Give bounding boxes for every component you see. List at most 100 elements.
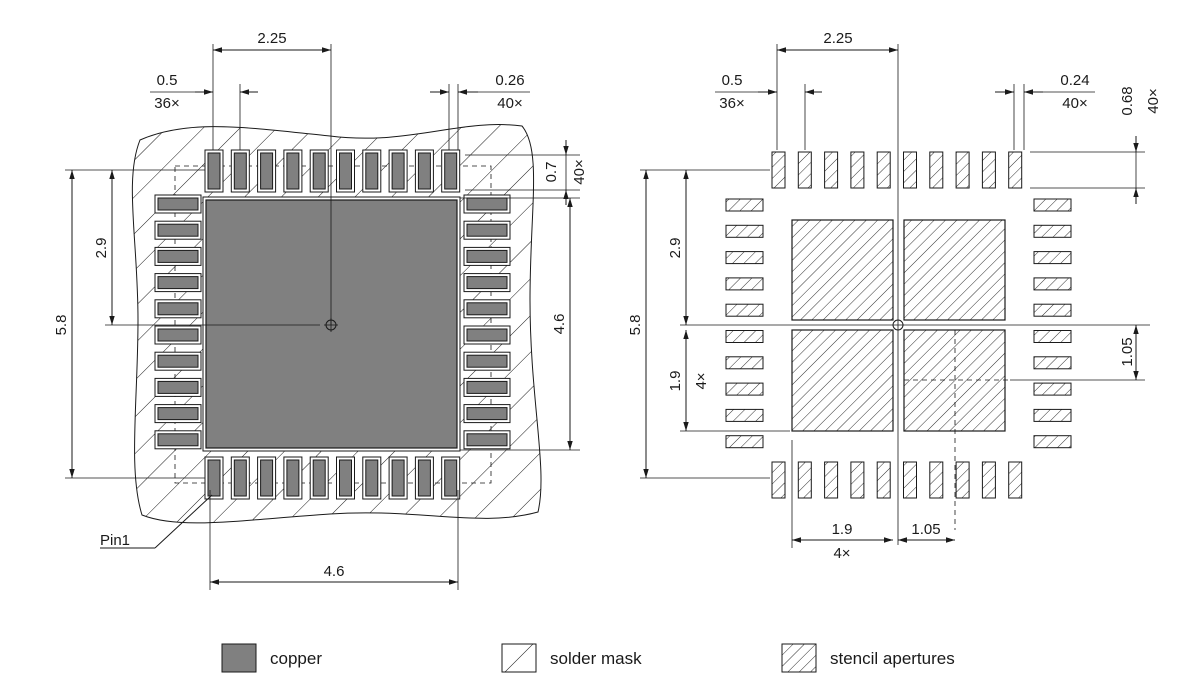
dim-center-offset-top: 2.25 xyxy=(257,30,286,47)
dim-exposed-pad-height: 4.6 xyxy=(551,314,568,335)
legend: copper solder mask stencil apertures xyxy=(221,643,955,673)
copper-pad-left xyxy=(157,302,199,316)
stencil-aperture-left xyxy=(725,330,764,343)
copper-pad-top xyxy=(391,152,405,190)
stencil-aperture-bottom xyxy=(981,461,996,499)
dim-exposed-pad-width: 4.6 xyxy=(324,563,345,580)
copper-pad-left xyxy=(157,407,199,421)
r-dim-aperture-length: 0.68 xyxy=(1119,86,1136,115)
stencil-aperture-bottom xyxy=(929,461,944,499)
stencil-aperture-bottom xyxy=(903,461,917,499)
left-view: 2.25 0.5 36× 0.26 40× 0.7 40× 2.9 5.8 4.… xyxy=(53,30,588,590)
stencil-aperture-right xyxy=(1033,277,1072,291)
copper-pad-right xyxy=(466,380,508,394)
dim-pitch-count: 36× xyxy=(154,95,179,112)
stencil-aperture-right xyxy=(1033,303,1072,317)
stencil-aperture-bottom xyxy=(876,461,891,499)
copper-pad-left xyxy=(157,354,199,368)
r-dim-aperture-width: 0.24 xyxy=(1060,72,1089,89)
stencil-aperture-top xyxy=(929,151,944,189)
copper-pad-top xyxy=(339,152,352,190)
copper-pad-left xyxy=(157,223,199,237)
dim-pad-length: 0.7 xyxy=(543,162,560,183)
stencil-aperture-top xyxy=(850,151,865,189)
stencil-aperture-right xyxy=(1033,198,1072,212)
left-dimensions xyxy=(65,44,580,590)
copper-pad-right xyxy=(466,223,508,237)
stencil-aperture-left xyxy=(725,251,764,265)
stencil-aperture-top xyxy=(903,151,917,189)
stencil-aperture-right xyxy=(1033,435,1072,449)
copper-pad-right xyxy=(466,302,508,316)
stencil-aperture-top xyxy=(824,151,839,189)
copper-pad-bottom xyxy=(444,459,458,497)
stencil-aperture-top xyxy=(876,151,891,189)
legend-copper-swatch xyxy=(221,643,257,673)
copper-pad-left xyxy=(157,197,199,211)
copper-pad-bottom xyxy=(260,459,274,497)
legend-mask-swatch xyxy=(501,643,537,673)
dim-pad-width-count: 40× xyxy=(497,95,522,112)
stencil-aperture-right xyxy=(1033,356,1072,370)
right-dimensions xyxy=(640,44,1145,548)
copper-pad-left xyxy=(157,328,199,342)
stencil-quadrant-br xyxy=(903,329,1006,432)
legend-mask-label: solder mask xyxy=(550,649,642,668)
copper-pad-top xyxy=(312,152,326,190)
stencil-aperture-left xyxy=(725,224,764,238)
stencil-aperture-bottom xyxy=(955,461,970,499)
package-outline xyxy=(174,165,492,484)
stencil-aperture-top xyxy=(955,151,970,189)
copper-pad-bottom xyxy=(365,459,379,497)
r-dim-offset-h: 1.05 xyxy=(911,521,940,538)
stencil-aperture-bottom xyxy=(797,461,812,499)
stencil-aperture-bottom xyxy=(850,461,865,499)
r-dim-overall-height: 5.8 xyxy=(627,315,644,336)
copper-pad-bottom xyxy=(286,459,300,497)
legend-copper-label: copper xyxy=(270,649,322,668)
legend-stencil-label: stencil apertures xyxy=(830,649,955,668)
stencil-aperture-left xyxy=(725,408,764,422)
r-dim-center-offset-top: 2.25 xyxy=(823,30,852,47)
copper-pad-right xyxy=(466,354,508,368)
r-dim-split-count-h: 4× xyxy=(833,545,850,562)
stencil-aperture-right xyxy=(1033,251,1072,265)
copper-pad-bottom xyxy=(391,459,405,497)
dim-pad-width: 0.26 xyxy=(495,72,524,89)
right-stencil-apertures xyxy=(725,151,1072,499)
copper-pad-right xyxy=(466,249,508,263)
copper-pad-top xyxy=(207,152,221,190)
copper-pad-top xyxy=(444,152,458,190)
stencil-quadrant-tr xyxy=(903,219,1006,321)
copper-pad-bottom xyxy=(207,459,221,497)
dim-overall-height: 5.8 xyxy=(53,315,70,336)
stencil-aperture-left xyxy=(725,356,764,370)
stencil-aperture-right xyxy=(1033,330,1072,343)
r-dim-pitch: 0.5 xyxy=(722,72,743,89)
copper-pad-right xyxy=(466,197,508,211)
stencil-aperture-top xyxy=(981,151,996,189)
copper-pad-top xyxy=(365,152,379,190)
stencil-aperture-top xyxy=(771,151,786,189)
stencil-aperture-left xyxy=(725,198,764,212)
copper-pad-left xyxy=(157,433,199,447)
stencil-aperture-left xyxy=(725,303,764,317)
copper-pad-bottom xyxy=(339,459,352,497)
copper-pad-bottom xyxy=(417,459,431,497)
legend-stencil-swatch xyxy=(781,643,817,673)
left-copper-pads xyxy=(154,149,511,500)
copper-pad-top xyxy=(286,152,300,190)
copper-pad-right xyxy=(466,276,508,290)
stencil-aperture-bottom xyxy=(824,461,839,499)
stencil-aperture-top xyxy=(797,151,812,189)
stencil-aperture-top xyxy=(1008,151,1023,189)
right-view: 2.25 0.5 36× 0.24 40× 0.68 40× 2.9 5.8 1… xyxy=(627,30,1162,562)
copper-pad-right xyxy=(466,328,508,342)
stencil-aperture-left xyxy=(725,435,764,449)
copper-pad-left xyxy=(157,380,199,394)
copper-pad-right xyxy=(466,433,508,447)
copper-pad-left xyxy=(157,249,199,263)
r-dim-aperture-width-count: 40× xyxy=(1062,95,1087,112)
stencil-aperture-right xyxy=(1033,408,1072,422)
